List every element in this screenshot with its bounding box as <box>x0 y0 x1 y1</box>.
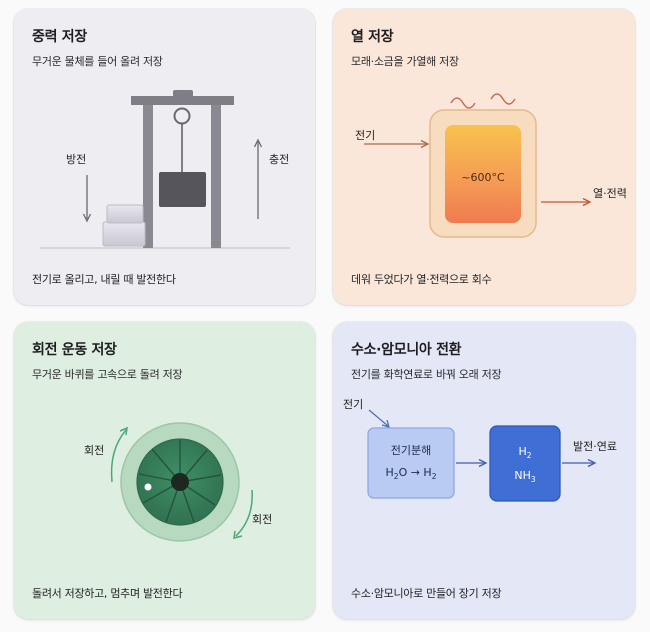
rotate-label-right: 회전 <box>252 513 272 526</box>
card-subtitle: 무거운 물체를 들어 올려 저장 <box>32 55 163 68</box>
ground-block-top <box>106 204 144 224</box>
electrolysis-title: 전기분해 <box>391 443 431 457</box>
hydrogen-diagram: 전기 전기분해 H2O → H2 H2 NH3 발전·연료 <box>343 398 617 502</box>
flywheel-diagram: 회전 회전 <box>84 422 272 542</box>
heat-wave-icon <box>490 93 516 105</box>
electrolysis-box <box>367 427 455 499</box>
rotate-arrow-left <box>110 429 127 483</box>
fuel-box <box>489 425 561 502</box>
output-label: 열·전력 <box>593 187 627 200</box>
heat-core <box>445 125 521 223</box>
rotate-arrow-right <box>235 489 253 537</box>
card-footer: 데워 두었다가 열·전력으로 회수 <box>351 273 492 286</box>
card-footer: 수소·암모니아로 만들어 장기 저장 <box>351 587 502 600</box>
hydrogen-conversion-card: 수소·암모니아 전환 전기를 화학연료로 바꿔 오래 저장 전기 전기분해 H2… <box>333 322 635 619</box>
card-title: 열 저장 <box>351 29 394 45</box>
pulley <box>173 107 191 125</box>
ground-block-bottom <box>102 221 146 247</box>
input-arrow <box>368 409 389 427</box>
card-title: 회전 운동 저장 <box>32 342 117 358</box>
output-label: 발전·연료 <box>573 440 617 453</box>
product-h2: H2 <box>518 445 531 460</box>
heat-diagram: ~600°C 전기 열·전력 <box>355 93 627 238</box>
suspended-weight <box>159 172 206 207</box>
temperature-label: ~600°C <box>461 171 505 184</box>
electrolysis-equation: H2O → H2 <box>386 466 437 481</box>
charge-label: 충전 <box>269 153 289 166</box>
card-subtitle: 무거운 바퀴를 고속으로 돌려 저장 <box>32 368 183 381</box>
gravity-diagram: 방전 충전 <box>40 90 290 249</box>
card-title: 수소·암모니아 전환 <box>351 342 462 358</box>
heat-wave-icon <box>450 97 476 109</box>
card-title: 중력 저장 <box>32 29 87 45</box>
product-nh3: NH3 <box>514 469 536 484</box>
heat-storage-card: 열 저장 모래·소금을 가열해 저장 ~600°C 전기 열·전력 데워 두었다… <box>333 9 635 305</box>
flywheel-marker <box>144 483 152 491</box>
flywheel-hub <box>171 473 189 491</box>
input-label: 전기 <box>343 398 363 411</box>
card-subtitle: 전기를 화학연료로 바꿔 오래 저장 <box>351 368 502 381</box>
crane-left-post <box>143 99 153 248</box>
crane-beam <box>131 96 234 105</box>
discharge-label: 방전 <box>66 153 86 166</box>
rotate-label-left: 회전 <box>84 444 104 457</box>
gravity-storage-card: 중력 저장 무거운 물체를 들어 올려 저장 방전 충전 전기로 올리고, 내릴… <box>14 9 315 305</box>
crane-top-cap <box>173 90 193 97</box>
card-footer: 전기로 올리고, 내릴 때 발전한다 <box>32 273 176 286</box>
input-label: 전기 <box>355 129 375 142</box>
flywheel-storage-card: 회전 운동 저장 무거운 바퀴를 고속으로 돌려 저장 회전 <box>14 322 315 619</box>
crane-right-post <box>211 99 221 248</box>
card-footer: 돌려서 저장하고, 멈추며 발전한다 <box>32 587 183 600</box>
card-subtitle: 모래·소금을 가열해 저장 <box>351 55 459 68</box>
